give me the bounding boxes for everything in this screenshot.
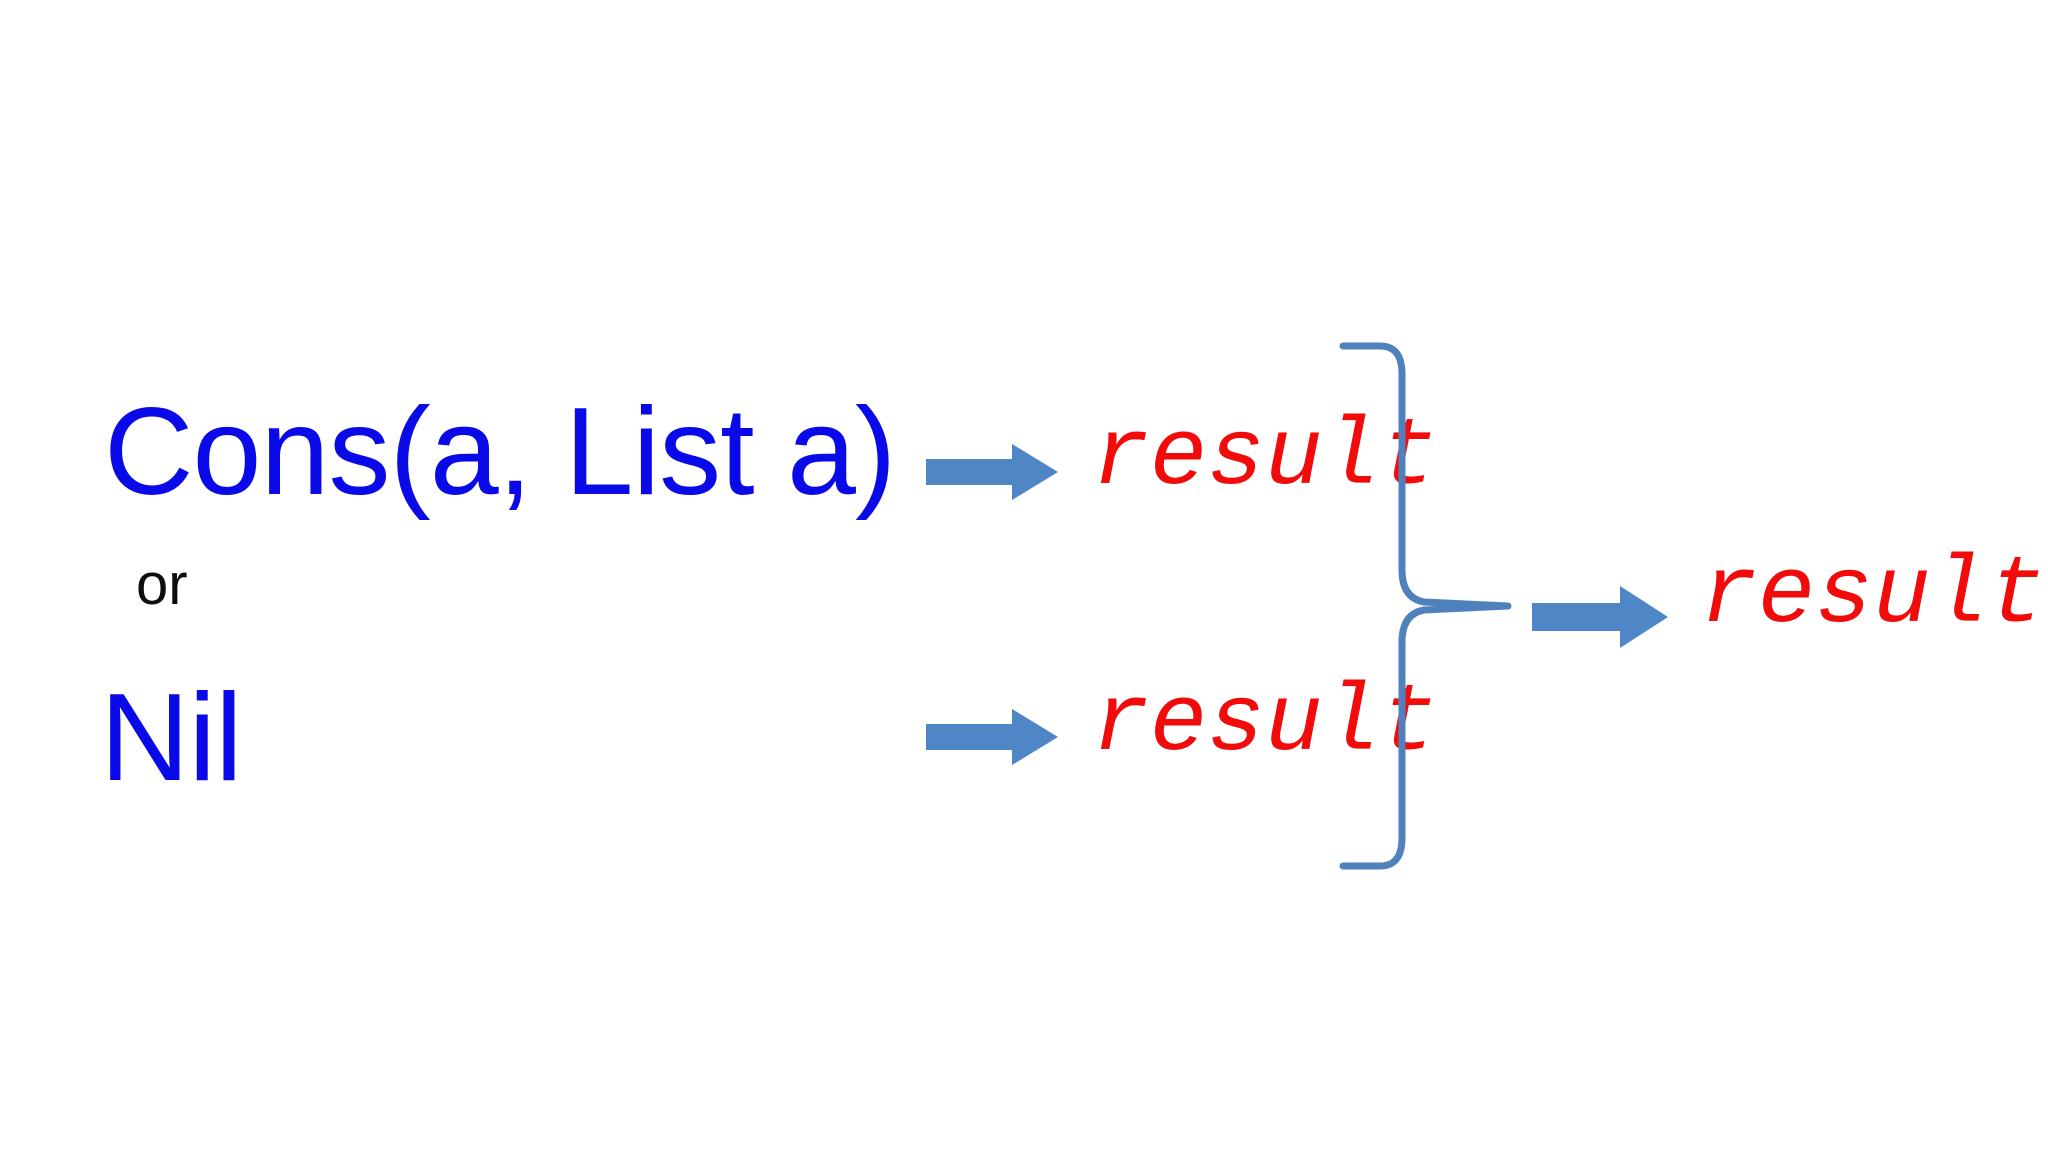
right-arrow-icon [926,709,1058,765]
arrow-nil-to-result [926,709,1058,765]
result-label-final: result [1700,541,2046,650]
pattern-or-label: or [136,552,188,617]
arrow-cons-to-result [926,444,1058,500]
right-curly-brace [1339,330,1530,882]
pattern-nil-label: Nil [100,669,243,807]
right-arrow-icon [1532,586,1668,648]
arrow-combined-to-result [1532,586,1668,648]
pattern-cons-label: Cons(a, List a) [104,383,896,521]
result-label-cons: result [1092,403,1438,512]
right-arrow-icon [926,444,1058,500]
result-label-nil: result [1092,669,1438,778]
curly-brace-icon [1339,342,1512,870]
